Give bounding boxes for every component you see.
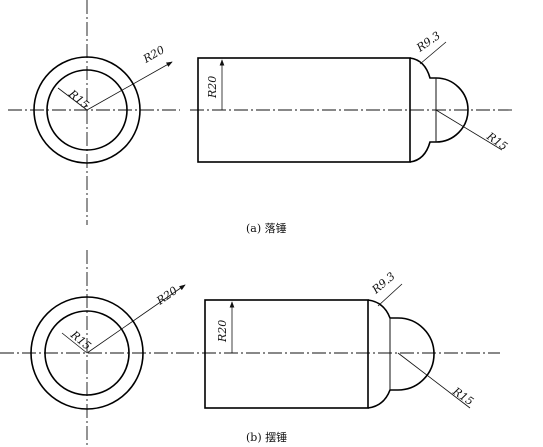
figure-a-body-radius-label: R20 bbox=[206, 76, 219, 99]
figure-a-outer-radius-leader bbox=[86, 61, 173, 111]
figure-b-bottom-fillet bbox=[367, 389, 398, 409]
figure-b: R20 R15 R20 R9.3 R15 (b) 摆锤 bbox=[0, 250, 500, 447]
figure-a-outer-circle bbox=[33, 56, 141, 164]
figure-a-top-fillet bbox=[409, 57, 436, 79]
figure-b-inner-radius-label: R15 bbox=[67, 328, 93, 353]
figure-a-side-view: R20 R9.3 R15 bbox=[190, 29, 515, 163]
figure-a-inner-radius-label: R15 bbox=[65, 87, 91, 112]
figure-b-outer-circle bbox=[30, 296, 144, 410]
figure-b-head-radius-label: R15 bbox=[449, 384, 476, 408]
figure-b-outer-radius-leader bbox=[86, 284, 186, 354]
figure-a-caption: (a) 落锤 bbox=[246, 221, 287, 235]
figure-b-body bbox=[204, 299, 369, 409]
figure-a-head-radius-label: R15 bbox=[483, 129, 510, 153]
figure-a: R20 R15 R20 R9.3 R15 (a) 落锤 bbox=[8, 0, 515, 235]
figure-a-fillet-leader bbox=[419, 41, 447, 65]
figure-a-inner-circle bbox=[46, 69, 128, 151]
figure-b-inner-circle bbox=[44, 310, 130, 396]
figure-a-body bbox=[197, 57, 411, 163]
figure-a-end-view: R20 R15 bbox=[8, 0, 180, 225]
figure-a-hemisphere-head bbox=[435, 77, 469, 143]
figure-a-bottom-fillet bbox=[409, 141, 436, 163]
figure-a-inner-radius-leader bbox=[57, 87, 88, 111]
figure-b-side-view: R20 R9.3 R15 bbox=[180, 270, 500, 409]
figure-b-top-fillet bbox=[367, 299, 398, 319]
figure-b-inner-radius-leader bbox=[61, 332, 88, 354]
figure-b-hemisphere-head bbox=[397, 317, 435, 391]
figure-b-fillet-leader bbox=[377, 283, 403, 307]
figure-a-head-radius-leader bbox=[435, 109, 503, 151]
figure-a-outer-radius-label: R20 bbox=[140, 43, 167, 66]
figure-a-fillet-label: R9.3 bbox=[413, 29, 442, 55]
figure-b-caption: (b) 摆锤 bbox=[246, 430, 287, 444]
figure-b-fillet-label: R9.3 bbox=[369, 270, 398, 297]
figure-b-end-view: R20 R15 bbox=[0, 250, 186, 447]
figure-b-head-radius-leader bbox=[397, 352, 471, 409]
figure-b-body-radius-label: R20 bbox=[216, 320, 229, 343]
